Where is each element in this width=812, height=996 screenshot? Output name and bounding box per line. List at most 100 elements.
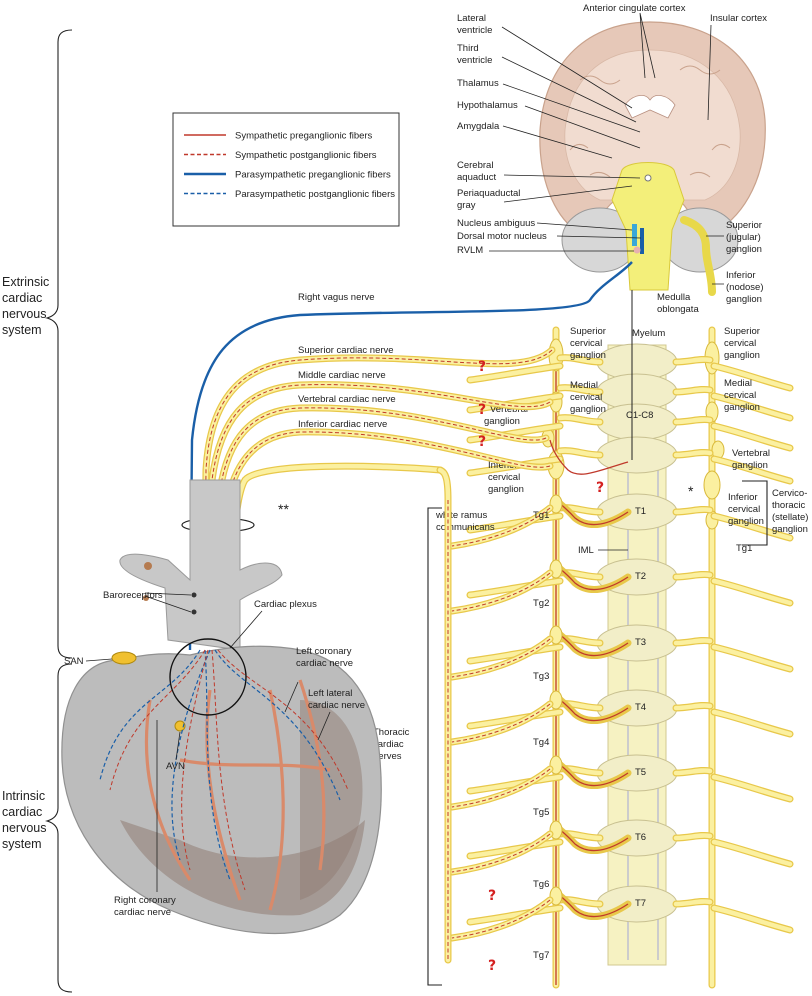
- brain-inner: [564, 49, 741, 201]
- ramus-left-core-2: [467, 415, 603, 443]
- med-cerv-r-2: cervical: [724, 390, 756, 401]
- inf-cerv-l-2: cervical: [488, 472, 520, 483]
- ramus-left-core-0: [467, 355, 603, 383]
- legend-label-4: Parasympathetic postganglionic fibers: [235, 189, 395, 200]
- intrinsic-3: nervous: [2, 821, 46, 835]
- dorsal-motor-label: Dorsal motor nucleus: [457, 231, 547, 242]
- left-coronary-2: cardiac nerve: [296, 658, 353, 669]
- question-mark-4: ?: [596, 480, 604, 496]
- t5-label: T5: [635, 767, 646, 778]
- middle-cardiac-fiber: [209, 384, 551, 641]
- heart-labels: Baroreceptors Cardiac plexus SAN Left co…: [64, 590, 365, 918]
- stellate-1: Cervico-: [772, 488, 807, 499]
- vert-l-1: Vertebral: [490, 404, 528, 415]
- t6-label: T6: [635, 832, 646, 843]
- avn-leader: [175, 731, 181, 761]
- legend-label-1: Sympathetic preganglionic fibers: [235, 131, 373, 142]
- med-cerv-l-1: Medial: [570, 380, 598, 391]
- heart-ventricle-right: [300, 700, 363, 900]
- ramus-right-core-1: [673, 387, 793, 421]
- lateral-ventricle-label-1: Lateral: [457, 13, 486, 24]
- thoracic-trunk-core: [227, 463, 443, 643]
- cardiac-nerve-labels: Right vagus nerve Superior cardiac nerve…: [181, 292, 604, 986]
- ramus-right-core-4: [673, 507, 793, 541]
- double-star-label: **: [278, 501, 289, 517]
- cardiac-plexus-label: Cardiac plexus: [254, 599, 317, 610]
- single-star-label: *: [688, 483, 694, 499]
- ramus-right-core-5: [673, 572, 793, 606]
- sup-cerv-l-2: cervical: [570, 338, 602, 349]
- extrinsic-2: cardiac: [2, 291, 42, 305]
- left-chain-labels: Superior cervical ganglion Medial cervic…: [435, 326, 606, 961]
- middle-cardiac-label: Middle cardiac nerve: [298, 370, 386, 381]
- thoracic-descending-core: [437, 467, 451, 963]
- thoracic-branch-core-5: [449, 831, 553, 875]
- ramus-right-core-2: [673, 417, 793, 451]
- coronary-vessels: [144, 679, 331, 911]
- lateral-ventricle-label-2: ventricle: [457, 25, 492, 36]
- thoracic-nerves-1: Thoracic: [373, 727, 410, 738]
- intrinsic-2: cardiac: [2, 805, 42, 819]
- superior-cardiac-fiber: [203, 349, 553, 641]
- stellate-2: thoracic: [772, 500, 806, 511]
- right-vagus-nerve: [188, 261, 633, 651]
- t1-label: T1: [635, 506, 646, 517]
- ramus-right-core-3: [673, 450, 793, 484]
- dorsal-motor-mark: [640, 228, 644, 254]
- intrinsic-brace: [45, 663, 73, 993]
- nucleus-ambiguus-label: Nucleus ambiguus: [457, 218, 535, 229]
- t2-label: T2: [635, 571, 646, 582]
- insular-cortex-label: Insular cortex: [710, 13, 767, 24]
- amygdala-label: Amygdala: [457, 121, 500, 132]
- extrinsic-4: system: [2, 323, 42, 337]
- cervical-pregang-loop: [549, 439, 629, 475]
- left-coronary-leader: [284, 681, 299, 713]
- baroreceptors-label: Baroreceptors: [103, 590, 163, 601]
- question-mark-5: ?: [488, 888, 496, 904]
- plexus-red-fibers: [109, 649, 349, 891]
- inferior-nodose-label-2: (nodose): [726, 282, 764, 293]
- periaqueductal-label-2: gray: [457, 200, 476, 211]
- baroreceptor-leaders: [144, 592, 192, 613]
- inferior-nodose-label-3: ganglion: [726, 294, 762, 305]
- tg3-label: Tg3: [533, 671, 549, 682]
- plexus-leader: [229, 610, 263, 649]
- anterior-cingulate-label: Anterior cingulate cortex: [583, 3, 686, 14]
- ramus-right-core-0: [673, 357, 793, 391]
- question-mark-3: ?: [478, 434, 486, 450]
- thoracic-branch-core-1: [449, 570, 553, 614]
- brain-section: [539, 21, 766, 296]
- c1c8-label: C1-C8: [626, 410, 653, 421]
- brain-leader-lines: [489, 12, 724, 285]
- avn-node: [174, 720, 186, 732]
- spinal-cord: [596, 290, 678, 966]
- tg1-label: Tg1: [533, 510, 549, 521]
- right-coronary-1: Right coronary: [114, 895, 176, 906]
- superior-jugular-label-3: ganglion: [726, 244, 762, 255]
- vert-r-2: ganglion: [732, 460, 768, 471]
- thoracic-branch-core-0: [449, 505, 553, 549]
- right-sympathetic-chain: [703, 326, 725, 989]
- vertebral-cardiac-label: Vertebral cardiac nerve: [298, 394, 396, 405]
- third-ventricle-label-1: Third: [457, 43, 479, 54]
- myelum-label: Myelum: [632, 328, 665, 339]
- heart: [61, 479, 382, 935]
- extrinsic-brace: [45, 29, 73, 659]
- superior-jugular-label-1: Superior: [726, 220, 762, 231]
- left-lateral-1: Left lateral: [308, 688, 352, 699]
- vert-r-1: Vertebral: [732, 448, 770, 459]
- tg1-r-label: Tg1: [736, 543, 752, 554]
- rvlm-dot: [633, 246, 641, 254]
- ramus-right-core-9: [673, 833, 793, 867]
- segmental-rami: [448, 354, 794, 942]
- legend-box: [172, 112, 400, 227]
- med-cerv-r-3: ganglion: [724, 402, 760, 413]
- question-mark-2: ?: [478, 402, 486, 418]
- ramus-right-core-6: [673, 638, 793, 672]
- left-coronary-1: Left coronary: [296, 646, 352, 657]
- cerebral-aquaduct-label-1: Cerebral: [457, 160, 493, 171]
- right-chain-labels: Superior cervical ganglion Medial cervic…: [688, 326, 808, 554]
- baroreceptor-2: [191, 609, 197, 615]
- brain-gyri: [569, 65, 731, 178]
